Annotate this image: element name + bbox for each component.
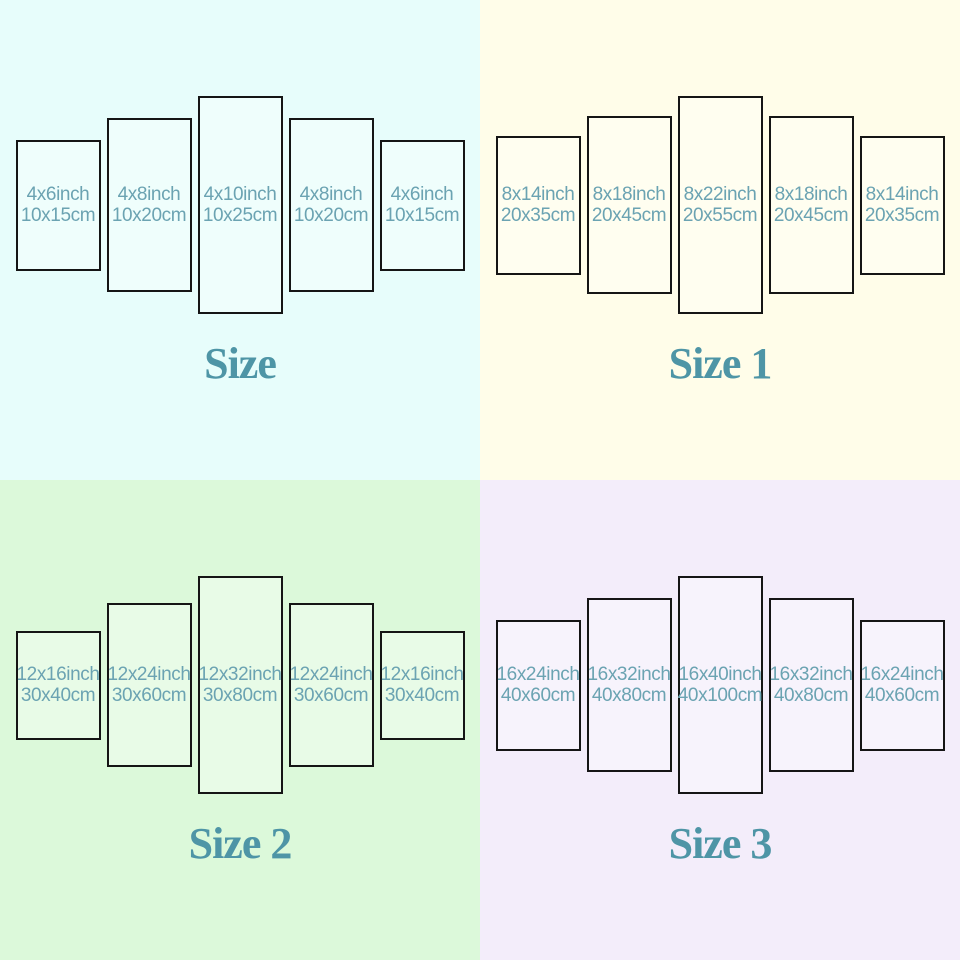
- panel-size-cm: 40x80cm: [591, 685, 667, 706]
- panel-size-inch: 4x8inch: [299, 184, 363, 205]
- quadrant-title: Size 3: [668, 819, 773, 868]
- panel-size-inch: 4x6inch: [26, 184, 90, 205]
- panel-size-cm: 40x60cm: [500, 685, 576, 706]
- quadrant-title: Size 2: [188, 819, 293, 868]
- panel-size-cm: 30x60cm: [293, 685, 369, 706]
- panel-size-inch: 12x24inch: [289, 664, 373, 685]
- panel-size-inch: 16x32inch: [587, 664, 671, 685]
- panel-size-cm: 20x35cm: [500, 205, 576, 226]
- panel-size-inch: 8x18inch: [592, 184, 666, 205]
- panel-size-inch: 4x10inch: [203, 184, 277, 205]
- panel-size-cm: 30x80cm: [202, 685, 278, 706]
- panel-size-inch: 12x16inch: [380, 664, 464, 685]
- panel-size-inch: 16x40inch: [678, 664, 762, 685]
- panel-size-inch: 12x24inch: [107, 664, 191, 685]
- panel-size-inch: 8x22inch: [683, 184, 757, 205]
- panel-size-inch: 16x32inch: [769, 664, 853, 685]
- panel-size-cm: 20x45cm: [773, 205, 849, 226]
- panel-size-cm: 10x15cm: [384, 205, 460, 226]
- quadrant-title: Size: [204, 339, 277, 388]
- panel-size-cm: 30x40cm: [384, 685, 460, 706]
- panel-size-cm: 20x45cm: [591, 205, 667, 226]
- panel-size-cm: 20x35cm: [864, 205, 940, 226]
- panel-size-inch: 4x8inch: [117, 184, 181, 205]
- panel-size-cm: 40x60cm: [864, 685, 940, 706]
- panel-size-inch: 8x18inch: [774, 184, 848, 205]
- panel-size-inch: 8x14inch: [865, 184, 939, 205]
- panel-size-cm: 10x20cm: [111, 205, 187, 226]
- panel-size-inch: 4x6inch: [390, 184, 454, 205]
- panel-size-cm: 40x80cm: [773, 685, 849, 706]
- panel-size-cm: 30x60cm: [111, 685, 187, 706]
- panel-size-inch: 8x14inch: [501, 184, 575, 205]
- panel-size-cm: 40x100cm: [677, 685, 763, 706]
- panel-size-inch: 12x16inch: [16, 664, 100, 685]
- panel-size-inch: 16x24inch: [496, 664, 580, 685]
- panel-size-inch: 12x32inch: [198, 664, 282, 685]
- quadrant-title: Size 1: [668, 339, 773, 388]
- panel-size-cm: 10x25cm: [202, 205, 278, 226]
- panel-size-cm: 10x15cm: [20, 205, 96, 226]
- panel-size-cm: 10x20cm: [293, 205, 369, 226]
- panel-size-inch: 16x24inch: [860, 664, 944, 685]
- panel-size-cm: 20x55cm: [682, 205, 758, 226]
- panel-size-cm: 30x40cm: [20, 685, 96, 706]
